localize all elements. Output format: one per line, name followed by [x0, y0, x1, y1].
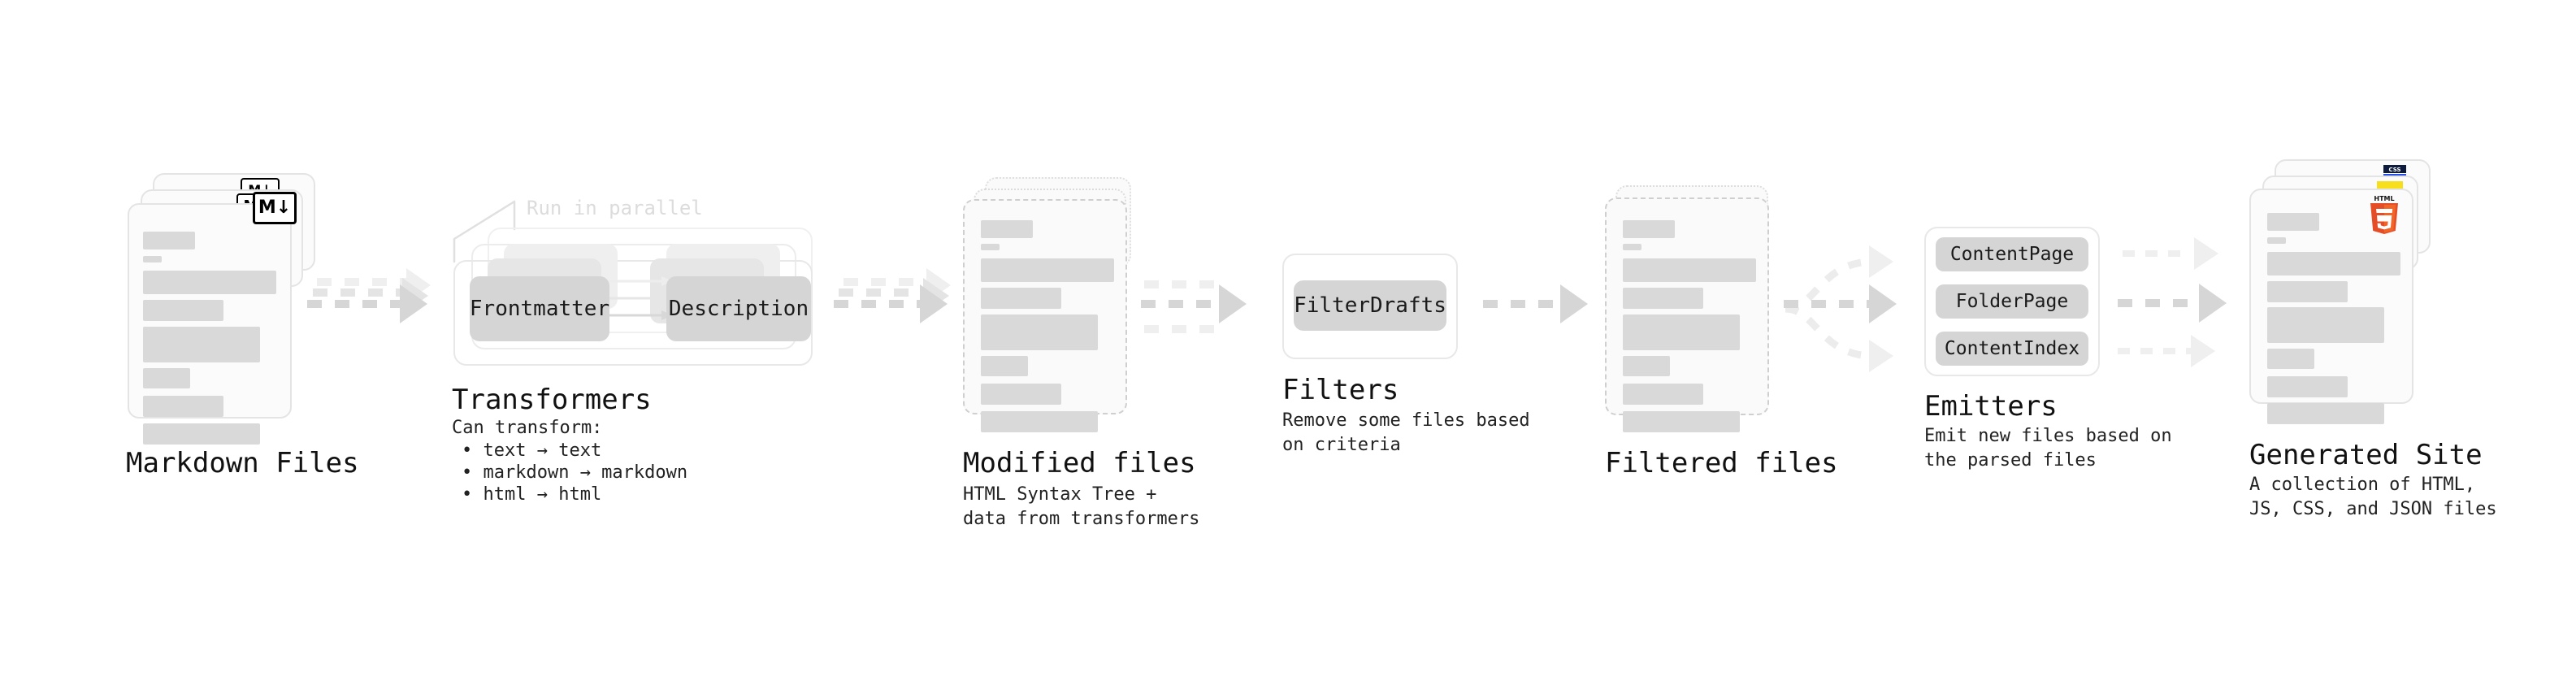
emitters-subtitle: Emit new files based on the parsed files [1924, 426, 2172, 471]
emitters-group-box [1924, 227, 2100, 376]
run-in-parallel-label: Run in parallel [527, 197, 703, 219]
connector-emitters-to-site-top [2123, 250, 2220, 257]
skeleton-line [1623, 288, 1703, 309]
skeleton-line [2267, 403, 2384, 424]
skeleton-line [143, 300, 223, 321]
transformers-bullet-2: • html → html [462, 484, 602, 505]
connector-filtered-to-emitters-main [1784, 300, 1914, 308]
transformers-bullet-0: • text → text [462, 440, 602, 461]
skeleton-line [981, 288, 1061, 309]
connector-md-to-transformers-mid [313, 288, 451, 297]
connector-modified-to-filters-bottom [1144, 325, 1242, 333]
skeleton-line [2267, 213, 2319, 231]
modified-files-subtitle: HTML Syntax Tree + data from transformer… [963, 484, 1200, 529]
skeleton-line [981, 258, 1114, 282]
filtered-files-title: Filtered files [1605, 447, 1838, 479]
skeleton-line [1623, 220, 1675, 238]
skeleton-line [1623, 244, 1641, 250]
skeleton-line [2267, 349, 2314, 369]
emitter-pill-contentindex[interactable]: ContentIndex [1936, 332, 2088, 366]
connector-transformers-to-modified-main [834, 300, 980, 308]
connector-md-to-transformers-top [317, 278, 455, 286]
skeleton-line [981, 244, 1000, 250]
emitter-pill-folderpage[interactable]: FolderPage [1936, 284, 2088, 319]
connector-emitters-to-site-bottom [2118, 348, 2215, 354]
filter-pill-filterdrafts[interactable]: FilterDrafts [1294, 280, 1446, 331]
filters-group-box [1282, 254, 1458, 359]
connector-filtered-to-emitters-fan [1784, 244, 1922, 374]
svg-text:HTML: HTML [2374, 195, 2394, 202]
skeleton-line [981, 411, 1098, 432]
transformer-pill-description[interactable]: Description [666, 276, 811, 341]
skeleton-line [143, 271, 276, 294]
skeleton-line [2267, 307, 2384, 343]
generated-site-title: Generated Site [2249, 439, 2483, 471]
filters-title: Filters [1282, 374, 1399, 406]
skeleton-line [143, 256, 162, 262]
skeleton-line [981, 220, 1033, 238]
skeleton-line [981, 314, 1098, 350]
transformers-bullet-1: • markdown → markdown [462, 462, 688, 483]
markdown-badge-front: M↓ [253, 192, 297, 224]
generated-site-subtitle: A collection of HTML, JS, CSS, and JSON … [2249, 475, 2497, 519]
skeleton-line [2267, 376, 2348, 397]
skeleton-line [143, 396, 223, 417]
skeleton-line [981, 356, 1028, 376]
skeleton-line [1623, 411, 1740, 432]
skeleton-line [143, 232, 195, 249]
connector-modified-to-filters-main [1141, 300, 1271, 308]
transformers-subtitle: Can transform: [452, 418, 603, 438]
connector-transformers-to-modified-top [843, 278, 982, 286]
skeleton-line [143, 327, 260, 362]
html5-badge: HTML [2366, 193, 2402, 234]
emitters-title: Emitters [1924, 390, 2058, 423]
emitter-pill-contentpage[interactable]: ContentPage [1936, 237, 2088, 271]
skeleton-line [1623, 384, 1703, 405]
connector-emitters-to-site-main [2118, 299, 2248, 307]
skeleton-line [981, 384, 1061, 405]
skeleton-line [2267, 252, 2400, 275]
modified-files-title: Modified files [963, 447, 1196, 479]
transformers-group-front [453, 260, 813, 366]
svg-text:CSS: CSS [2388, 167, 2400, 173]
connector-filters-to-filtered-main [1483, 300, 1613, 308]
skeleton-line [1623, 258, 1756, 282]
frontmatter-to-description-arrow-top [608, 275, 673, 286]
skeleton-line [2267, 237, 2286, 244]
run-in-parallel-bracket [451, 193, 549, 263]
connector-modified-to-filters-top [1144, 280, 1242, 288]
skeleton-line [2267, 281, 2348, 302]
connector-transformers-to-modified-mid [839, 288, 977, 297]
skeleton-line [143, 368, 190, 388]
filters-subtitle: Remove some files based on criteria [1282, 410, 1530, 455]
skeleton-line [143, 423, 260, 445]
markdown-files-title: Markdown Files [126, 447, 359, 479]
transformers-title: Transformers [452, 384, 652, 416]
skeleton-line [1623, 314, 1740, 350]
skeleton-line [1623, 356, 1670, 376]
transformer-pill-frontmatter[interactable]: Frontmatter [470, 276, 609, 341]
connector-md-to-transformers-main [307, 300, 453, 308]
